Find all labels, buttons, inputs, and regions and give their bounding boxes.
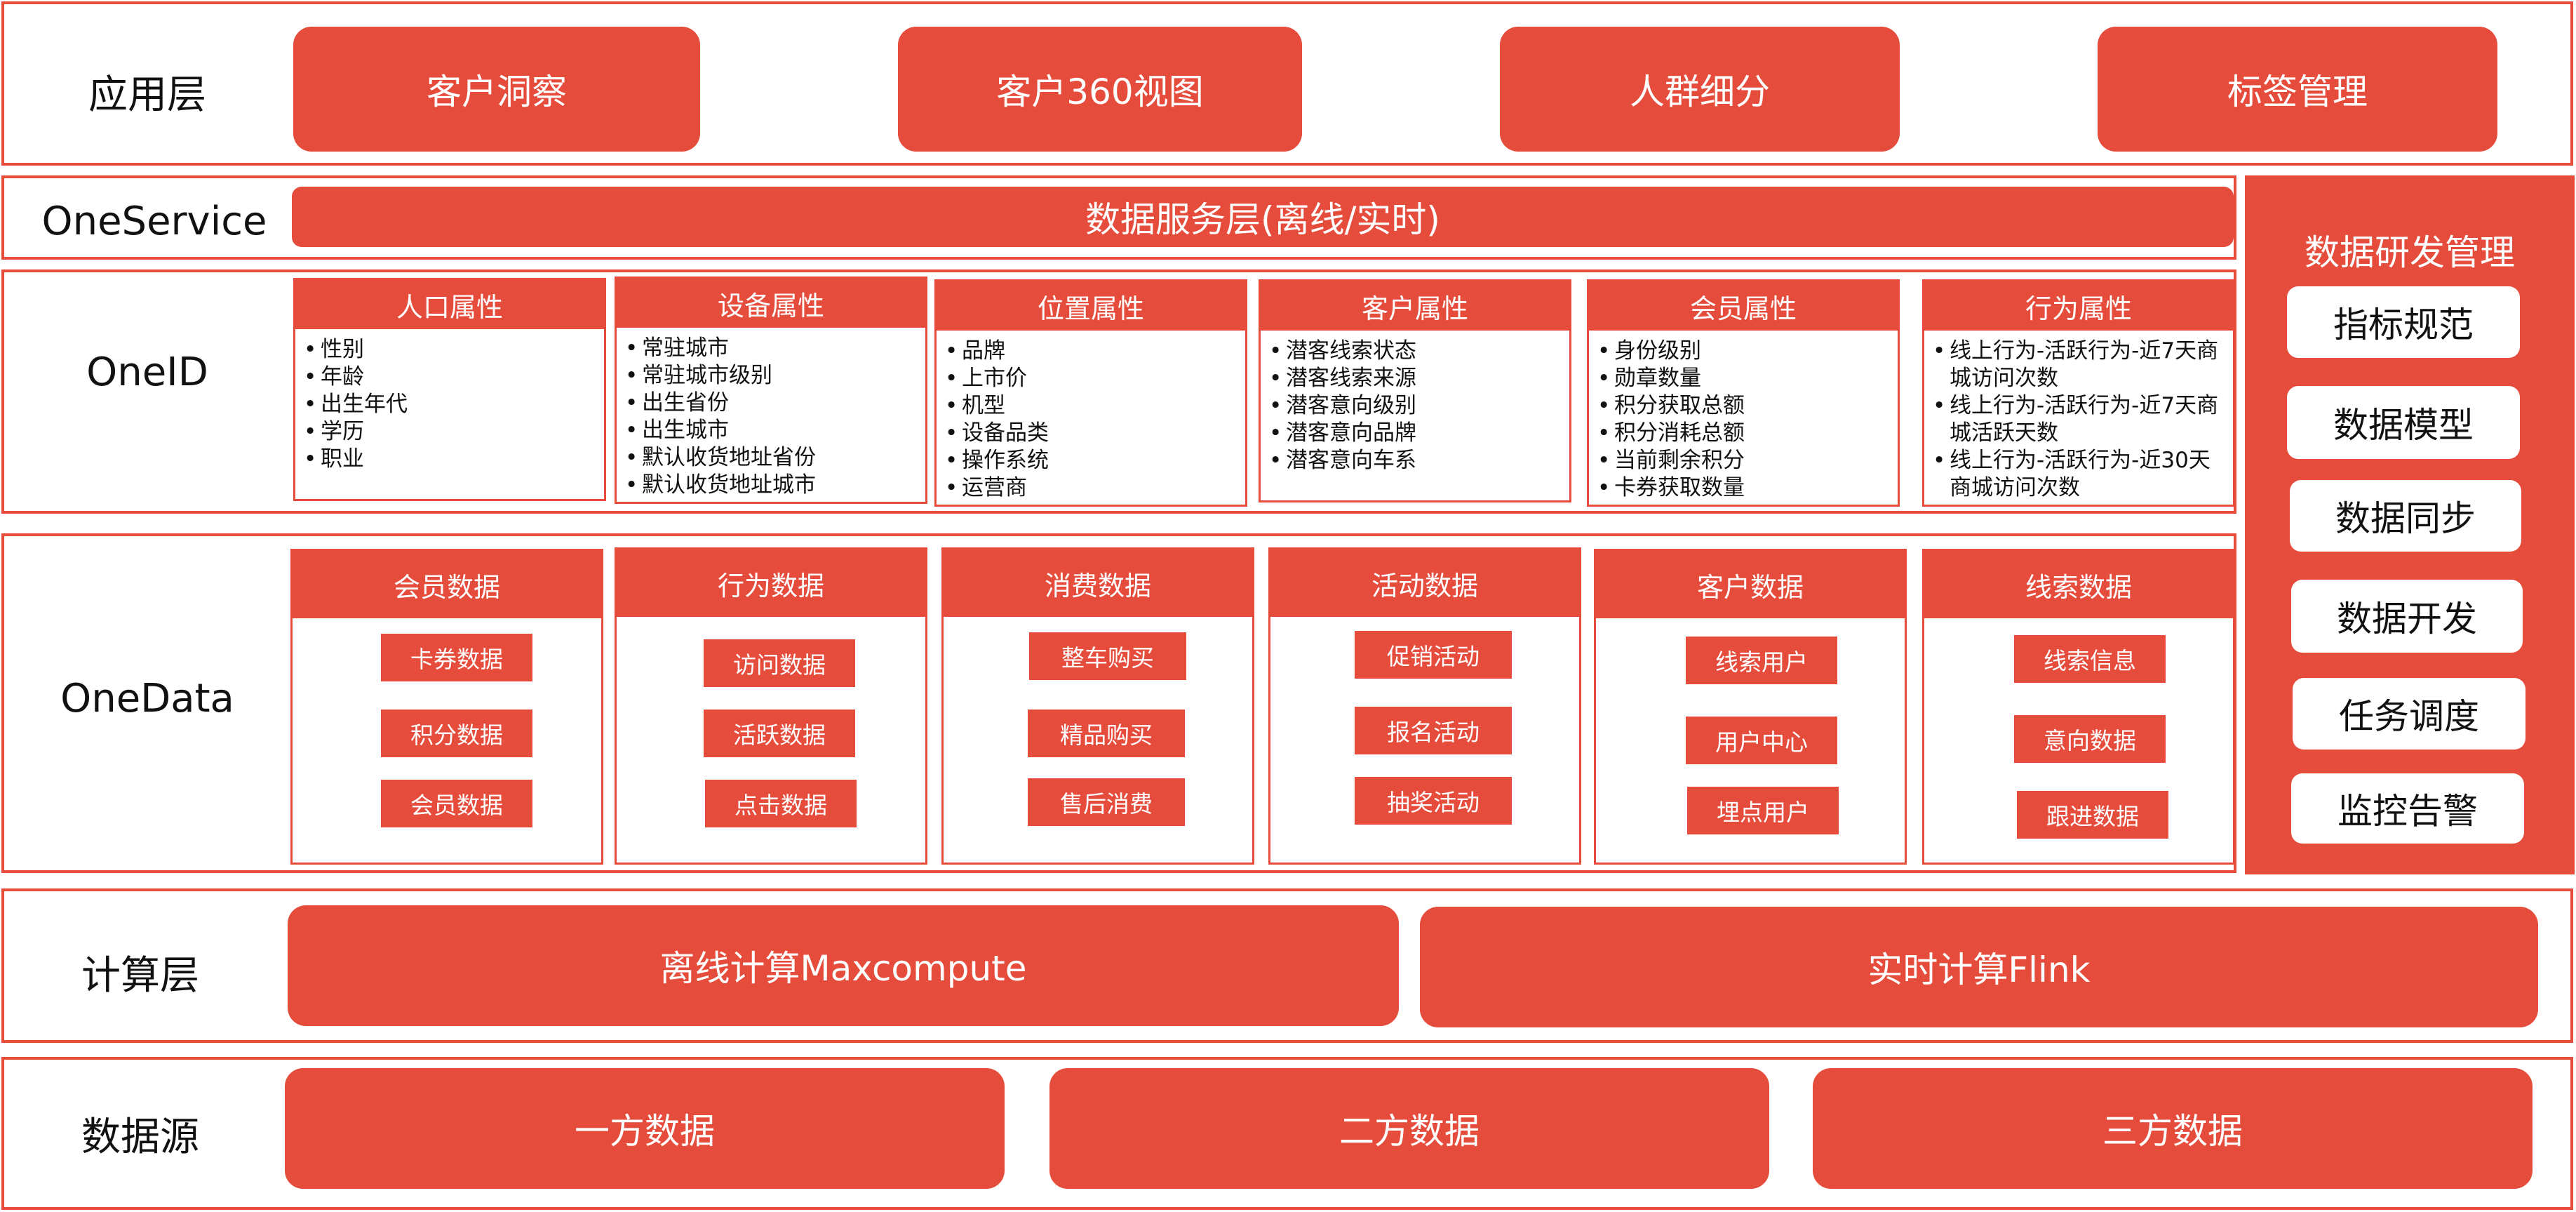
list-item: 性别 [302,336,598,364]
onedata-card-title: 客户数据 [1596,551,1905,618]
onedata-card-title: 线索数据 [1924,551,2233,618]
data-chip[interactable]: 报名活动 [1355,707,1512,754]
dev-management-title: 数据研发管理 [2305,232,2515,273]
monitoring-alert-button[interactable]: 监控告警 [2291,773,2524,844]
oneid-layer-label: OneID [86,349,208,395]
oneid-card-title: 设备属性 [617,279,925,328]
list-item: 出生城市 [624,417,920,444]
list-item: 潜客线索状态 [1268,338,1564,365]
realtime-compute-flink[interactable]: 实时计算Flink [1420,907,2538,1027]
oneid-card-title: 位置属性 [937,281,1245,331]
list-item: 职业 [302,446,598,473]
data-service-bar[interactable]: 数据服务层(离线/实时) [292,187,2234,247]
second-party-data[interactable]: 二方数据 [1049,1068,1769,1189]
oneservice-layer-label: OneService [41,198,267,244]
data-model-button[interactable]: 数据模型 [2287,386,2520,459]
app-item-tag-management[interactable]: 标签管理 [2098,27,2497,152]
list-item: 默认收货地址城市 [624,472,920,499]
app-item-customer-insight[interactable]: 客户洞察 [293,27,700,152]
data-chip[interactable]: 意向数据 [2014,715,2166,763]
onedata-card-member: 会员数据 卡券数据 积分数据 会员数据 [290,549,603,865]
task-scheduling-button[interactable]: 任务调度 [2293,678,2525,750]
data-chip[interactable]: 访问数据 [704,639,855,687]
data-development-button[interactable]: 数据开发 [2291,580,2523,653]
list-item: 潜客线索来源 [1268,365,1564,392]
list-item: 常驻城市 [624,335,920,362]
list-item: 线上行为-活跃行为-近7天商城访问次数 [1931,338,2227,392]
oneid-card-population: 人口属性 性别 年龄 出生年代 学历 职业 [293,278,606,501]
first-party-data[interactable]: 一方数据 [285,1068,1005,1189]
list-item: 身份级别 [1596,338,1892,365]
dev-management-panel: 数据研发管理 指标规范 数据模型 数据同步 数据开发 任务调度 监控告警 [2245,175,2575,874]
list-item: 潜客意向车系 [1268,447,1564,474]
data-chip[interactable]: 整车购买 [1029,632,1186,680]
list-item: 设备品类 [944,420,1240,447]
onedata-card-consumption: 消费数据 整车购买 精品购买 售后消费 [941,547,1254,865]
list-item: 机型 [944,392,1240,420]
oneid-card-title: 客户属性 [1261,281,1569,331]
data-chip[interactable]: 埋点用户 [1687,787,1839,834]
data-source-layer-label: 数据源 [81,1114,199,1160]
oneid-card-behavior: 行为属性 线上行为-活跃行为-近7天商城访问次数 线上行为-活跃行为-近7天商城… [1922,279,2235,507]
data-chip[interactable]: 会员数据 [381,780,532,827]
list-item: 年龄 [302,364,598,391]
data-chip[interactable]: 用户中心 [1686,717,1837,764]
data-chip[interactable]: 点击数据 [705,780,857,827]
offline-compute-maxcompute[interactable]: 离线计算Maxcompute [288,905,1399,1026]
oneid-card-title: 人口属性 [295,280,604,329]
data-chip[interactable]: 抽奖活动 [1355,777,1512,825]
list-item: 出生省份 [624,389,920,417]
onedata-layer-label: OneData [60,675,234,721]
list-item: 默认收货地址省份 [624,444,920,472]
list-item: 线上行为-活跃行为-近30天商城访问次数 [1931,447,2227,502]
data-sync-button[interactable]: 数据同步 [2290,480,2521,552]
application-layer-label: 应用层 [88,72,206,118]
data-chip[interactable]: 线索用户 [1686,637,1837,684]
list-item: 积分消耗总额 [1596,420,1892,447]
list-item: 当前剩余积分 [1596,447,1892,474]
onedata-card-title: 活动数据 [1270,550,1579,617]
oneid-card-location: 位置属性 品牌 上市价 机型 设备品类 操作系统 运营商 [934,279,1247,507]
list-item: 学历 [302,418,598,446]
oneid-card-device: 设备属性 常驻城市 常驻城市级别 出生省份 出生城市 默认收货地址省份 默认收货… [615,277,927,504]
list-item: 品牌 [944,338,1240,365]
onedata-card-title: 行为数据 [617,550,925,617]
list-item: 线上行为-活跃行为-近7天商城活跃天数 [1931,392,2227,447]
data-chip[interactable]: 跟进数据 [2017,791,2168,839]
data-chip[interactable]: 促销活动 [1355,631,1512,679]
compute-layer-label: 计算层 [81,952,199,999]
list-item: 积分获取总额 [1596,392,1892,420]
third-party-data[interactable]: 三方数据 [1813,1068,2533,1189]
list-item: 操作系统 [944,447,1240,474]
metric-standards-button[interactable]: 指标规范 [2287,286,2520,358]
oneid-card-member: 会员属性 身份级别 勋章数量 积分获取总额 积分消耗总额 当前剩余积分 卡券获取… [1587,279,1900,507]
app-item-crowd-segmentation[interactable]: 人群细分 [1500,27,1900,152]
oneid-card-customer: 客户属性 潜客线索状态 潜客线索来源 潜客意向级别 潜客意向品牌 潜客意向车系 [1259,279,1571,502]
onedata-card-title: 消费数据 [944,550,1252,617]
list-item: 潜客意向级别 [1268,392,1564,420]
app-item-customer-360[interactable]: 客户360视图 [898,27,1302,152]
list-item: 勋章数量 [1596,365,1892,392]
onedata-card-activity: 活动数据 促销活动 报名活动 抽奖活动 [1268,547,1581,865]
list-item: 常驻城市级别 [624,362,920,389]
data-chip[interactable]: 线索信息 [2014,635,2166,683]
oneid-card-title: 行为属性 [1924,281,2233,331]
list-item: 潜客意向品牌 [1268,420,1564,447]
onedata-card-behavior: 行为数据 访问数据 活跃数据 点击数据 [615,547,927,865]
onedata-card-leads: 线索数据 线索信息 意向数据 跟进数据 [1922,549,2235,865]
onedata-card-title: 会员数据 [293,551,601,618]
data-chip[interactable]: 积分数据 [381,710,532,757]
list-item: 运营商 [944,474,1240,502]
onedata-card-customer: 客户数据 线索用户 用户中心 埋点用户 [1594,549,1907,865]
data-chip[interactable]: 卡券数据 [381,634,532,681]
oneid-card-title: 会员属性 [1589,281,1898,331]
list-item: 上市价 [944,365,1240,392]
list-item: 出生年代 [302,391,598,418]
data-chip[interactable]: 售后消费 [1028,778,1185,826]
list-item: 卡券获取数量 [1596,474,1892,502]
data-chip[interactable]: 活跃数据 [704,710,855,757]
data-chip[interactable]: 精品购买 [1028,710,1185,757]
